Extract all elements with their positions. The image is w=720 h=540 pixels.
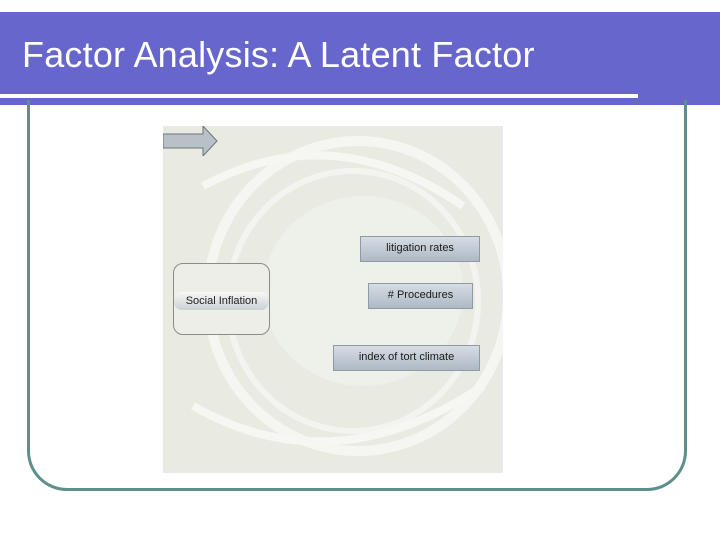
indicator-label: index of tort climate: [358, 351, 455, 363]
latent-factor-label: Social Inflation: [174, 292, 269, 310]
factor-arrow: [163, 126, 218, 156]
diagram-figure: Social Inflation litigation rates # Proc…: [163, 126, 503, 473]
slide-title: Factor Analysis: A Latent Factor: [22, 34, 535, 75]
slide-content-frame: [27, 100, 687, 491]
indicator-label: litigation rates: [386, 242, 454, 254]
title-bar: [0, 12, 720, 105]
indicator-box: index of tort climate: [333, 345, 480, 371]
title-underline: [0, 94, 638, 98]
latent-factor-box: Social Inflation: [173, 263, 270, 335]
indicator-label: # Procedures: [387, 289, 454, 301]
indicator-box: litigation rates: [360, 236, 480, 262]
indicator-box: # Procedures: [368, 283, 473, 309]
